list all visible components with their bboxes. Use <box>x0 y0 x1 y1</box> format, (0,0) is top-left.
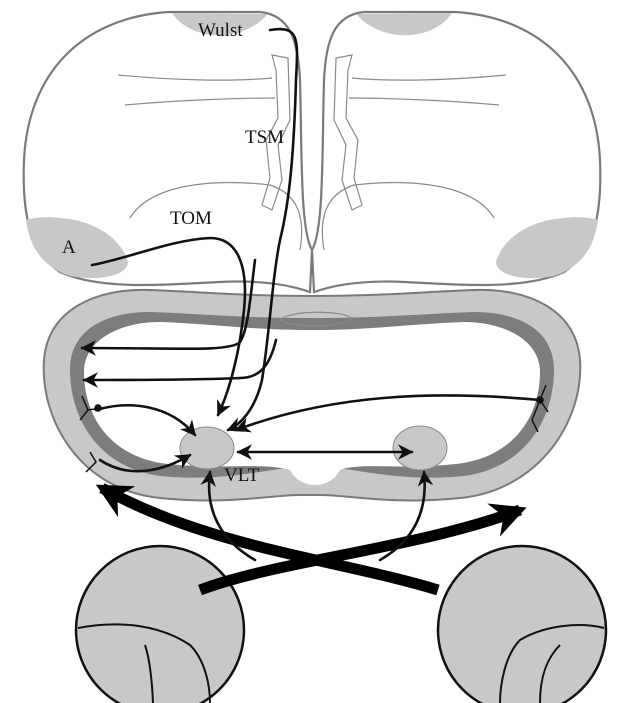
label-a: A <box>62 237 76 258</box>
right-eye <box>438 546 606 703</box>
label-tsm: TSM <box>245 127 284 148</box>
label-tom: TOM <box>170 208 212 229</box>
label-vlt: VLT <box>224 465 260 486</box>
vlt-left-nucleus <box>180 427 234 469</box>
left-eye <box>76 546 244 703</box>
right-hemisphere <box>312 12 600 292</box>
vlt-right-nucleus <box>393 426 447 470</box>
label-wulst: Wulst <box>198 20 243 41</box>
